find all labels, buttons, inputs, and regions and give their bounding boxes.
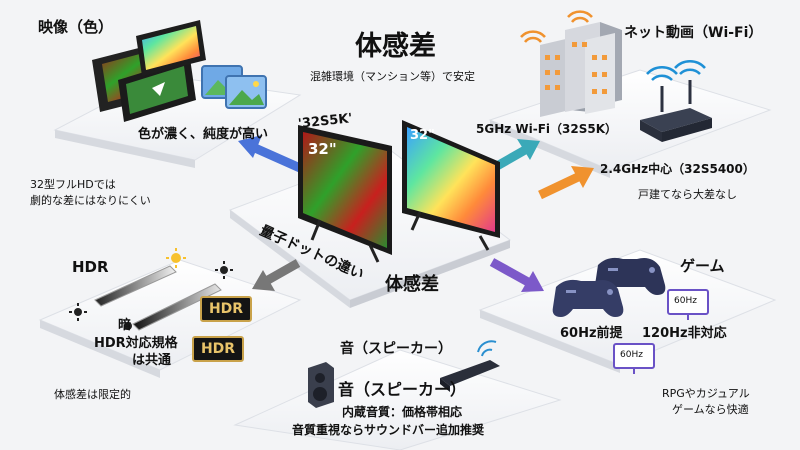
game-60hz-premise: 60Hz前提 [560, 326, 623, 341]
game-note-line1: RPGやカジュアル [662, 387, 750, 400]
hdr-note: 体感差は限定的 [54, 388, 131, 401]
center-label-difference: 体感差 [385, 274, 439, 295]
game-note-line2: ゲームなら快適 [672, 403, 749, 416]
tv-left-size: 32" [308, 140, 337, 158]
soundbar-icon [440, 340, 500, 392]
platform-audio [233, 349, 562, 450]
game-heading: ゲーム [680, 257, 725, 275]
arrow-to-24g [538, 166, 594, 200]
router-icon [640, 59, 712, 142]
hdr-gradient-bars [94, 265, 222, 331]
photo-icon [201, 65, 267, 109]
platform-game [478, 249, 777, 373]
arrow-to-game [489, 258, 544, 292]
audio-heading-top: 音（スピーカー） [340, 341, 452, 357]
gamepad-icon [552, 257, 666, 317]
network-house-note: 戸建てなら大差なし [638, 188, 737, 201]
network-heading: ネット動画（Wi-Fi） [624, 25, 763, 41]
hdr-heading: HDR [72, 258, 109, 276]
game-60hz-badge-2: 60Hz [620, 350, 643, 360]
audio-line2: 音質重視ならサウンドバー追加推奨 [292, 423, 485, 437]
audio-line1: 内蔵音質：価格帯相応 [342, 405, 463, 419]
video-note-line2: 劇的な差にはなりにくい [30, 194, 151, 207]
game-60hz-badge: 60Hz [674, 296, 697, 306]
hdr-badge-2: HDR [192, 336, 244, 362]
sun-icon [69, 248, 233, 330]
wifi-24g-label: 2.4GHz中心（32S5400） [600, 162, 755, 176]
hdr-spec-line2: は共通 [132, 353, 172, 368]
main-title: 体感差 [355, 31, 436, 62]
hdr-dark-label: 暗 [118, 318, 132, 333]
video-caption: 色が濃く、純度が高い [138, 127, 269, 142]
monitor-icon [613, 289, 709, 374]
network-stable-note: 混雑環境（マンション等）で安定 [310, 70, 475, 83]
video-heading: 映像（色） [38, 18, 114, 36]
wifi-icon [520, 10, 593, 43]
tv-right-size: 32" [410, 128, 435, 143]
video-note-line1: 32型フルHDでは [30, 178, 116, 191]
wifi-5g-label: 5GHz Wi-Fi（32S5K） [476, 122, 618, 136]
film-strip-icon [92, 20, 206, 122]
arrow-to-video [238, 135, 302, 173]
speaker-icon [308, 362, 334, 408]
arrow-to-hdr [252, 259, 301, 291]
building-icon [540, 22, 622, 117]
hdr-badge-1: HDR [200, 296, 252, 322]
audio-heading: 音（スピーカー） [338, 380, 467, 399]
tv-left [298, 125, 392, 263]
game-no-120hz: 120Hz非対応 [642, 326, 727, 341]
hdr-spec-line1: HDR対応規格 [94, 336, 178, 351]
tv-right [402, 120, 500, 251]
